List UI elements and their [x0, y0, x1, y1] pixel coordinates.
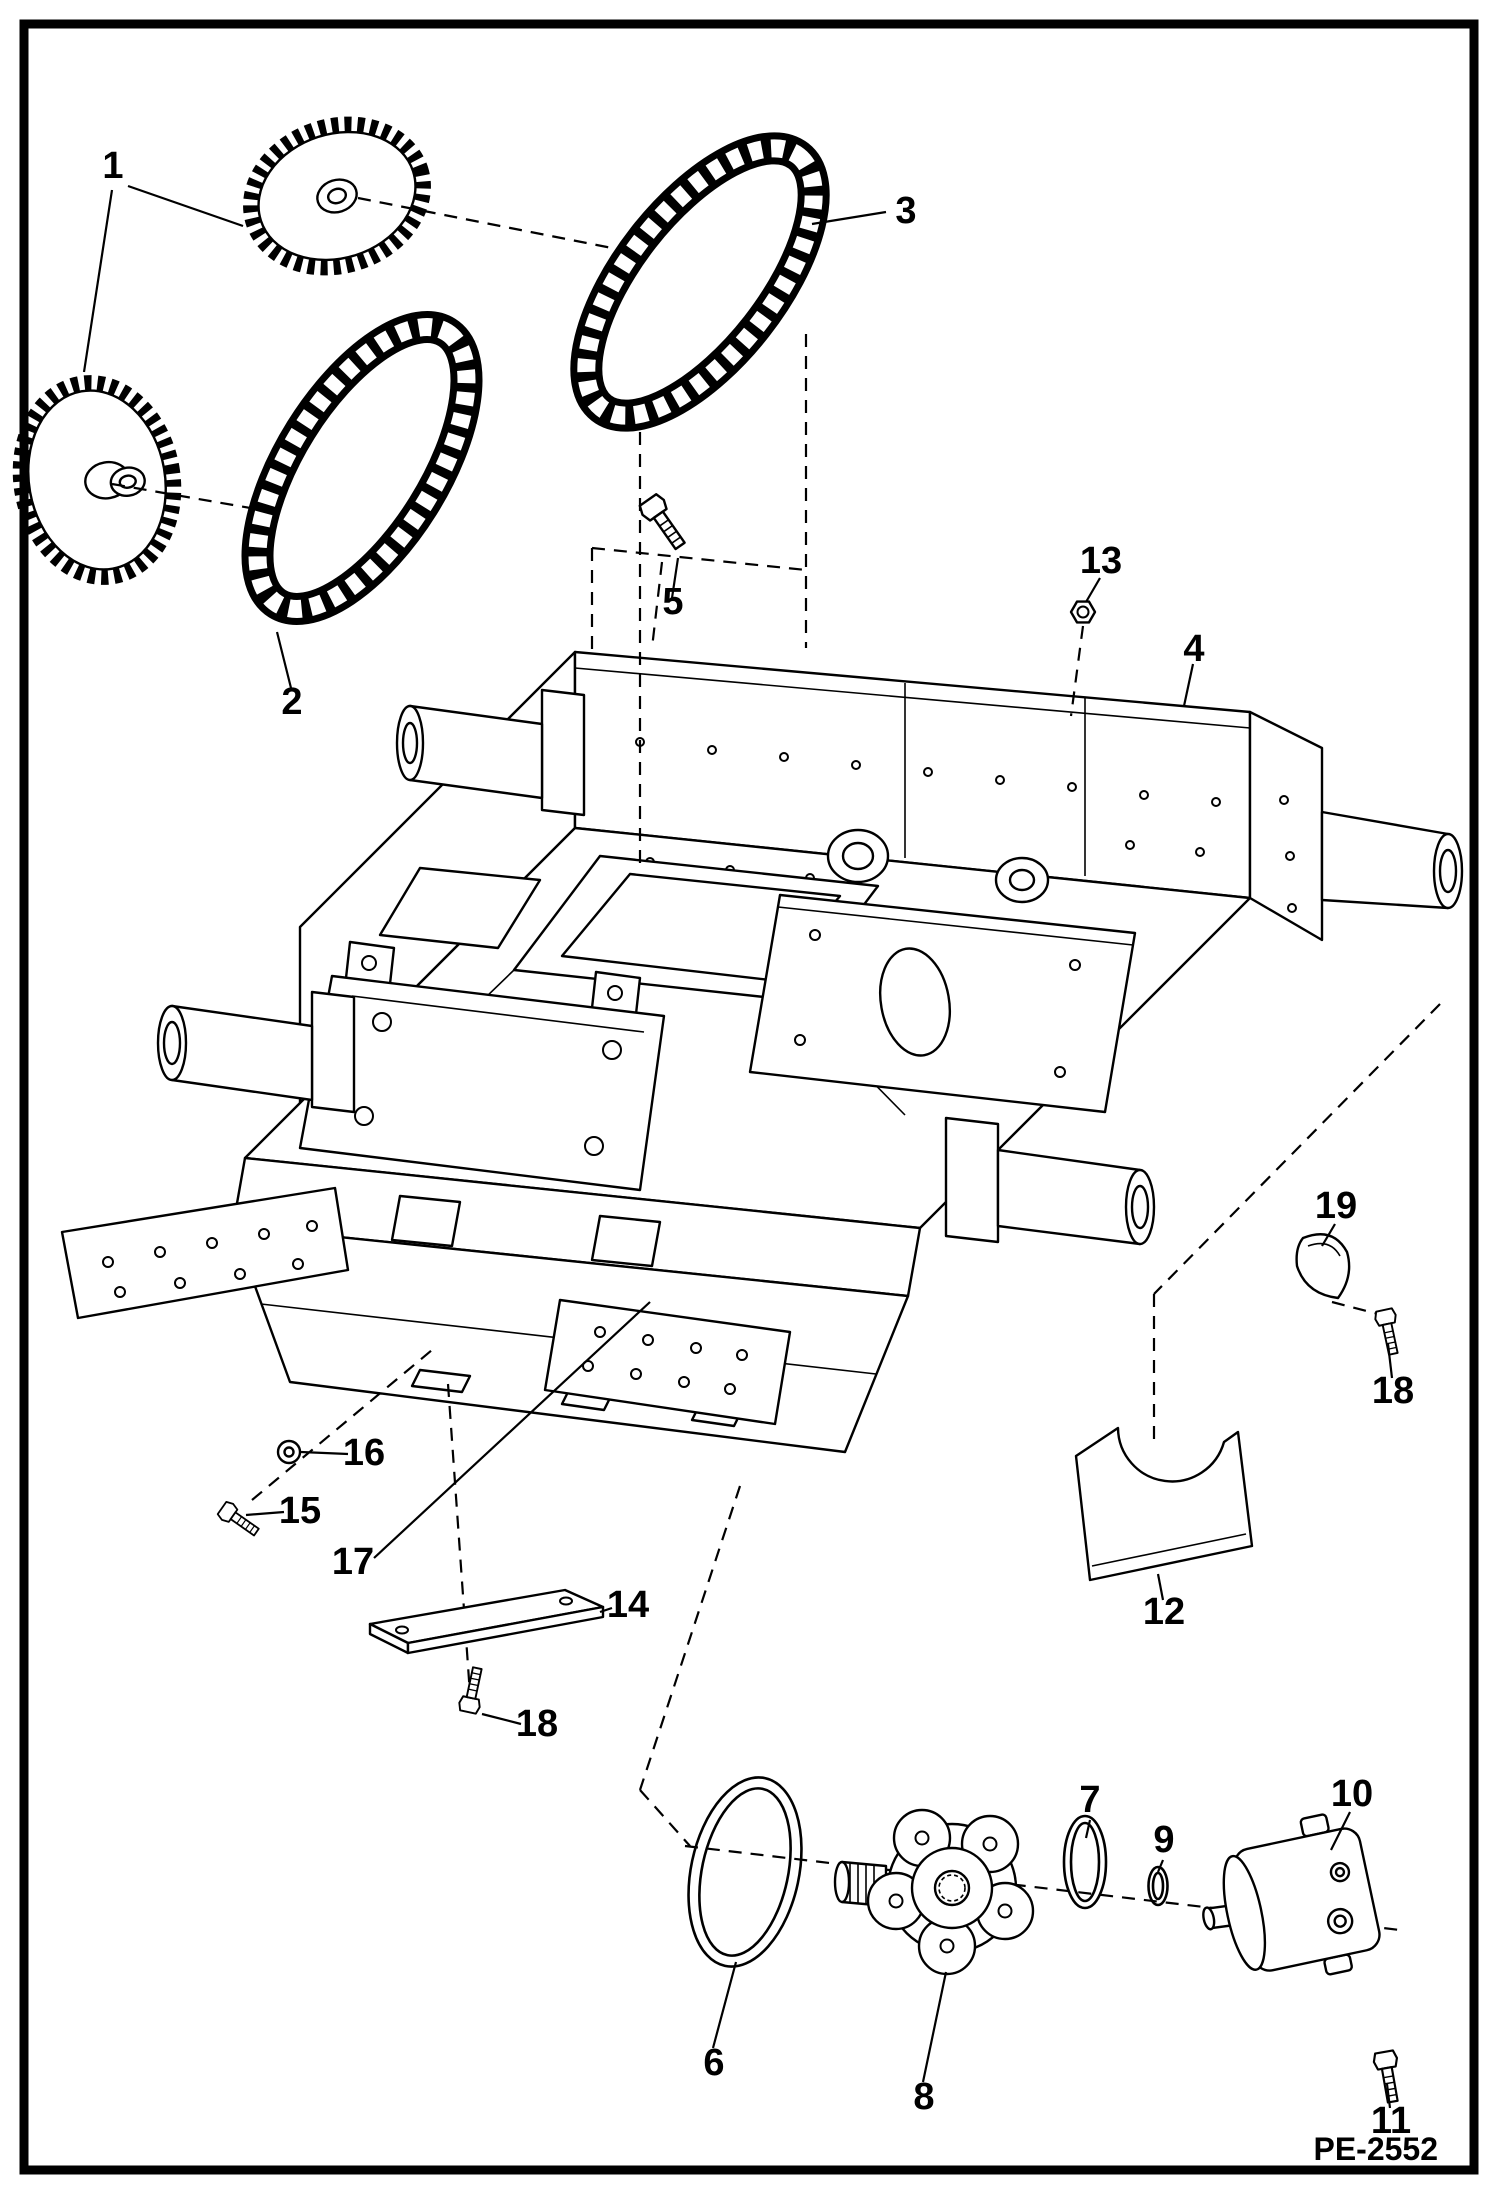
drive-chain-left: [241, 311, 483, 625]
sprocket-upper: [243, 116, 431, 276]
bolt-5: [636, 491, 692, 555]
callout-13: 13: [1080, 540, 1122, 582]
shim-plate-14: [368, 1588, 605, 1655]
callouts: 1 2 3 4 5 6 7 8 9 10 11 12 13 14 15 16 1…: [102, 145, 1414, 2142]
callout-14: 14: [607, 1584, 649, 1626]
callout-4: 4: [1183, 628, 1204, 670]
callout-10: 10: [1331, 1773, 1373, 1815]
washer-16: [276, 1439, 302, 1465]
callout-2: 2: [281, 681, 302, 723]
sprocket-lower: [12, 375, 182, 585]
leader-lines: [82, 184, 1394, 2109]
callout-15: 15: [279, 1490, 321, 1532]
callout-8: 8: [913, 2076, 934, 2118]
callout-18-bottom: 18: [516, 1703, 558, 1745]
bolt-18-bottom: [456, 1665, 489, 1716]
cover-12: [1074, 1426, 1254, 1582]
callout-19: 19: [1315, 1185, 1357, 1227]
hub-sprocket-8: [833, 1808, 1035, 1976]
callout-5: 5: [662, 581, 683, 623]
gasket-6: [687, 1776, 803, 1968]
o-ring-9: [1147, 1865, 1169, 1907]
callout-16: 16: [343, 1432, 385, 1474]
nut-13: [1069, 600, 1097, 624]
callout-17: 17: [332, 1541, 374, 1583]
callout-12: 12: [1143, 1591, 1185, 1633]
callout-11: 11: [1371, 2100, 1411, 2142]
drive-motor-10: [1202, 1813, 1381, 1976]
page-border: [19, 19, 1479, 2175]
clip-19: [1295, 1233, 1351, 1300]
drive-chain-right: [570, 132, 830, 432]
callout-6: 6: [703, 2042, 724, 2084]
callout-3: 3: [895, 190, 916, 232]
callout-9: 9: [1153, 1819, 1174, 1861]
callout-1: 1: [102, 145, 123, 187]
o-ring-7: [1062, 1814, 1108, 1910]
bolt-15: [215, 1499, 263, 1541]
figure-code: PE-2552: [1313, 2131, 1438, 2167]
callout-18-right: 18: [1372, 1370, 1414, 1412]
chassis-weldment: [60, 650, 1464, 1454]
callout-7: 7: [1079, 1779, 1100, 1821]
